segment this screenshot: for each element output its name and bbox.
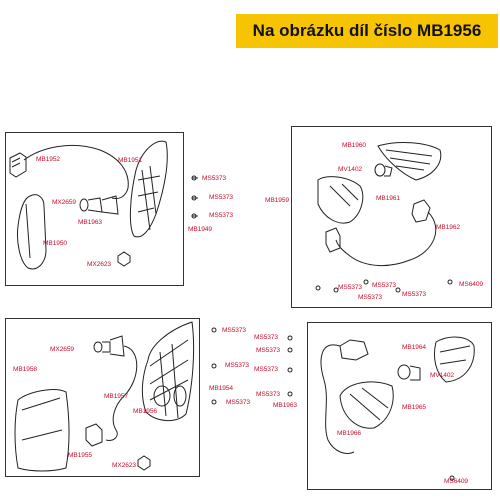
panel-top-right — [291, 126, 492, 308]
label-br-mb1963: MB1963 — [273, 402, 297, 409]
label-tl-mx2659: MX2659 — [52, 199, 76, 206]
bl-wire — [105, 345, 138, 441]
bl-housing-mb1956 — [141, 321, 195, 421]
tl-screws — [191, 175, 198, 219]
br-socket — [339, 339, 369, 361]
label-tr-mb1959: MB1959 — [265, 197, 289, 204]
label-tl-mb1950: MB1950 — [43, 240, 67, 247]
label-bl-ms5373-a: MS5373 — [222, 327, 246, 334]
label-br-mb1966: MB1966 — [337, 430, 361, 437]
label-bl-ms5373-c: MS5373 — [226, 399, 250, 406]
bl-connector — [85, 423, 103, 447]
br-wire — [320, 344, 355, 454]
part-number-banner: Na obrázku díl číslo MB1956 — [236, 14, 498, 48]
label-tl-ms5373-a: MS5373 — [202, 175, 226, 182]
label-br-ms6409: MS6409 — [444, 478, 468, 485]
br-screws — [287, 335, 455, 481]
label-tr-mb1961: MB1961 — [376, 195, 400, 202]
label-bl-mb1958: MB1958 — [13, 366, 37, 373]
panel-bottom-right — [307, 322, 492, 490]
banner-title: Na obrázku díl číslo MB1956 — [252, 21, 482, 40]
label-tr-ms5373-b: MS5373 — [338, 284, 362, 291]
label-tl-mx2623: MX2623 — [87, 261, 111, 268]
tr-wire — [335, 211, 437, 267]
label-tl-mb1963: MB1963 — [78, 219, 102, 226]
tl-connector — [9, 152, 27, 178]
label-bl-mb1957: MB1957 — [104, 393, 128, 400]
label-br-mb1965: MB1965 — [402, 404, 426, 411]
label-tl-mb1951: MB1951 — [118, 157, 142, 164]
label-br-ms5373-c: MS5373 — [254, 366, 278, 373]
tl-lens — [17, 194, 47, 270]
label-tr-ms6409: MS6409 — [459, 281, 483, 288]
label-tl-ms5373-c: MS5373 — [209, 212, 233, 219]
label-bl-ms5373-b: MS5373 — [225, 362, 249, 369]
label-bl-mb1956: MB1956 — [133, 408, 157, 415]
tr-socket — [411, 199, 431, 223]
label-tl-mb1952: MB1952 — [36, 156, 60, 163]
panel-top-left — [5, 132, 184, 286]
label-tr-mb1962: MB1962 — [436, 224, 460, 231]
tl-wire — [23, 144, 129, 199]
bl-lens — [14, 389, 70, 472]
br-bulb — [397, 364, 421, 381]
br-housing — [339, 381, 394, 429]
panel-bottom-left — [5, 318, 200, 477]
label-bl-mx2623: MX2623 — [112, 462, 136, 469]
label-br-ms5373-b: MS5373 — [256, 347, 280, 354]
tr-housing — [317, 176, 364, 224]
tr-bulb — [374, 163, 393, 177]
label-tr-ms5373-c: MS5373 — [358, 294, 382, 301]
tr-connector — [325, 227, 341, 253]
label-tr-ms5373-d: MS5373 — [402, 291, 426, 298]
label-bl-mb1955: MB1955 — [68, 452, 92, 459]
label-br-ms5373-a: MS5373 — [254, 334, 278, 341]
bl-bulb — [93, 335, 125, 357]
label-tl-mb1949: MB1949 — [188, 226, 212, 233]
label-tr-mv1402: MV1402 — [338, 166, 362, 173]
label-bl-mb1954: MB1954 — [209, 385, 233, 392]
label-br-mb1964: MB1964 — [402, 344, 426, 351]
bl-screws — [211, 327, 217, 405]
tl-housing — [129, 140, 168, 238]
label-tr-ms5373-a: MS5373 — [372, 282, 396, 289]
label-br-mv1402: MV1402 — [430, 372, 454, 379]
label-tr-mb1960: MB1960 — [342, 142, 366, 149]
bl-nut — [137, 455, 151, 471]
label-bl-mx2659: MX2659 — [50, 346, 74, 353]
label-br-ms5373-d: MS5373 — [256, 391, 280, 398]
label-tl-ms5373-b: MS5373 — [209, 194, 233, 201]
tl-nut — [117, 251, 131, 267]
br-lens — [433, 336, 475, 383]
tr-lens — [377, 142, 442, 181]
tr-screws — [315, 279, 453, 293]
tl-bulb-socket — [79, 195, 119, 215]
